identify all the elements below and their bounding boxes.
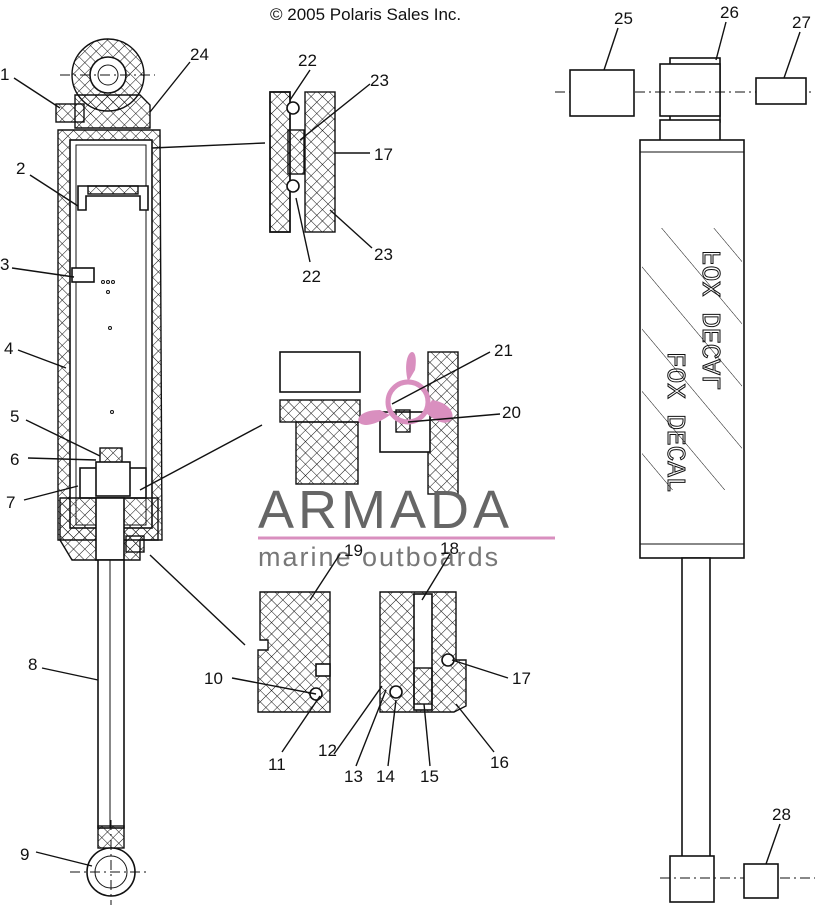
callout-17-bottom: 17: [512, 669, 531, 688]
callout-16: 16: [490, 753, 509, 772]
callout-24: 24: [190, 45, 209, 64]
callout-9: 9: [20, 845, 29, 864]
shock-cross-section: [55, 38, 163, 905]
detail-piston: [139, 351, 459, 495]
callout-23-bottom: 23: [374, 245, 393, 264]
callout-22-bottom: 22: [302, 267, 321, 286]
callout-20: 20: [502, 403, 521, 422]
callout-21: 21: [494, 341, 513, 360]
decal-back: FOX DECAL: [698, 250, 728, 390]
callout-28: 28: [772, 805, 791, 824]
callout-18: 18: [440, 539, 459, 558]
callout-8: 8: [28, 655, 37, 674]
callout-19: 19: [344, 541, 363, 560]
callout-22-top: 22: [298, 51, 317, 70]
detail-top-seal: [151, 91, 336, 233]
callout-26: 26: [720, 3, 739, 22]
propeller-logo-icon: [358, 352, 453, 425]
callout-10: 10: [204, 669, 223, 688]
copyright-text: © 2005 Polaris Sales Inc.: [270, 5, 461, 24]
shock-exterior-view: [555, 57, 815, 903]
callout-13: 13: [344, 767, 363, 786]
callout-labels: 1 2 3 4 5 6 7 8 9 10 11 12 13 14 15 16 1…: [0, 3, 811, 864]
decal-front: FOX DECAL: [660, 352, 690, 492]
watermark-brand: ARMADA: [258, 480, 513, 540]
detail-seal-head: [149, 554, 467, 713]
watermark-tagline: marine outboards: [258, 542, 500, 572]
callout-14: 14: [376, 767, 395, 786]
callout-15: 15: [420, 767, 439, 786]
callout-27: 27: [792, 13, 811, 32]
callout-4: 4: [4, 339, 13, 358]
armada-watermark: ARMADA marine outboards: [258, 352, 555, 572]
callout-7: 7: [6, 493, 15, 512]
callout-2: 2: [16, 159, 25, 178]
callout-12: 12: [318, 741, 337, 760]
callout-5: 5: [10, 407, 19, 426]
callout-11: 11: [268, 755, 286, 774]
callout-25: 25: [614, 9, 633, 28]
callout-6: 6: [10, 450, 19, 469]
callout-17-top: 17: [374, 145, 393, 164]
callout-23-top: 23: [370, 71, 389, 90]
callout-1: 1: [0, 65, 9, 84]
callout-3: 3: [0, 255, 9, 274]
leader-lines: [11, 21, 801, 867]
